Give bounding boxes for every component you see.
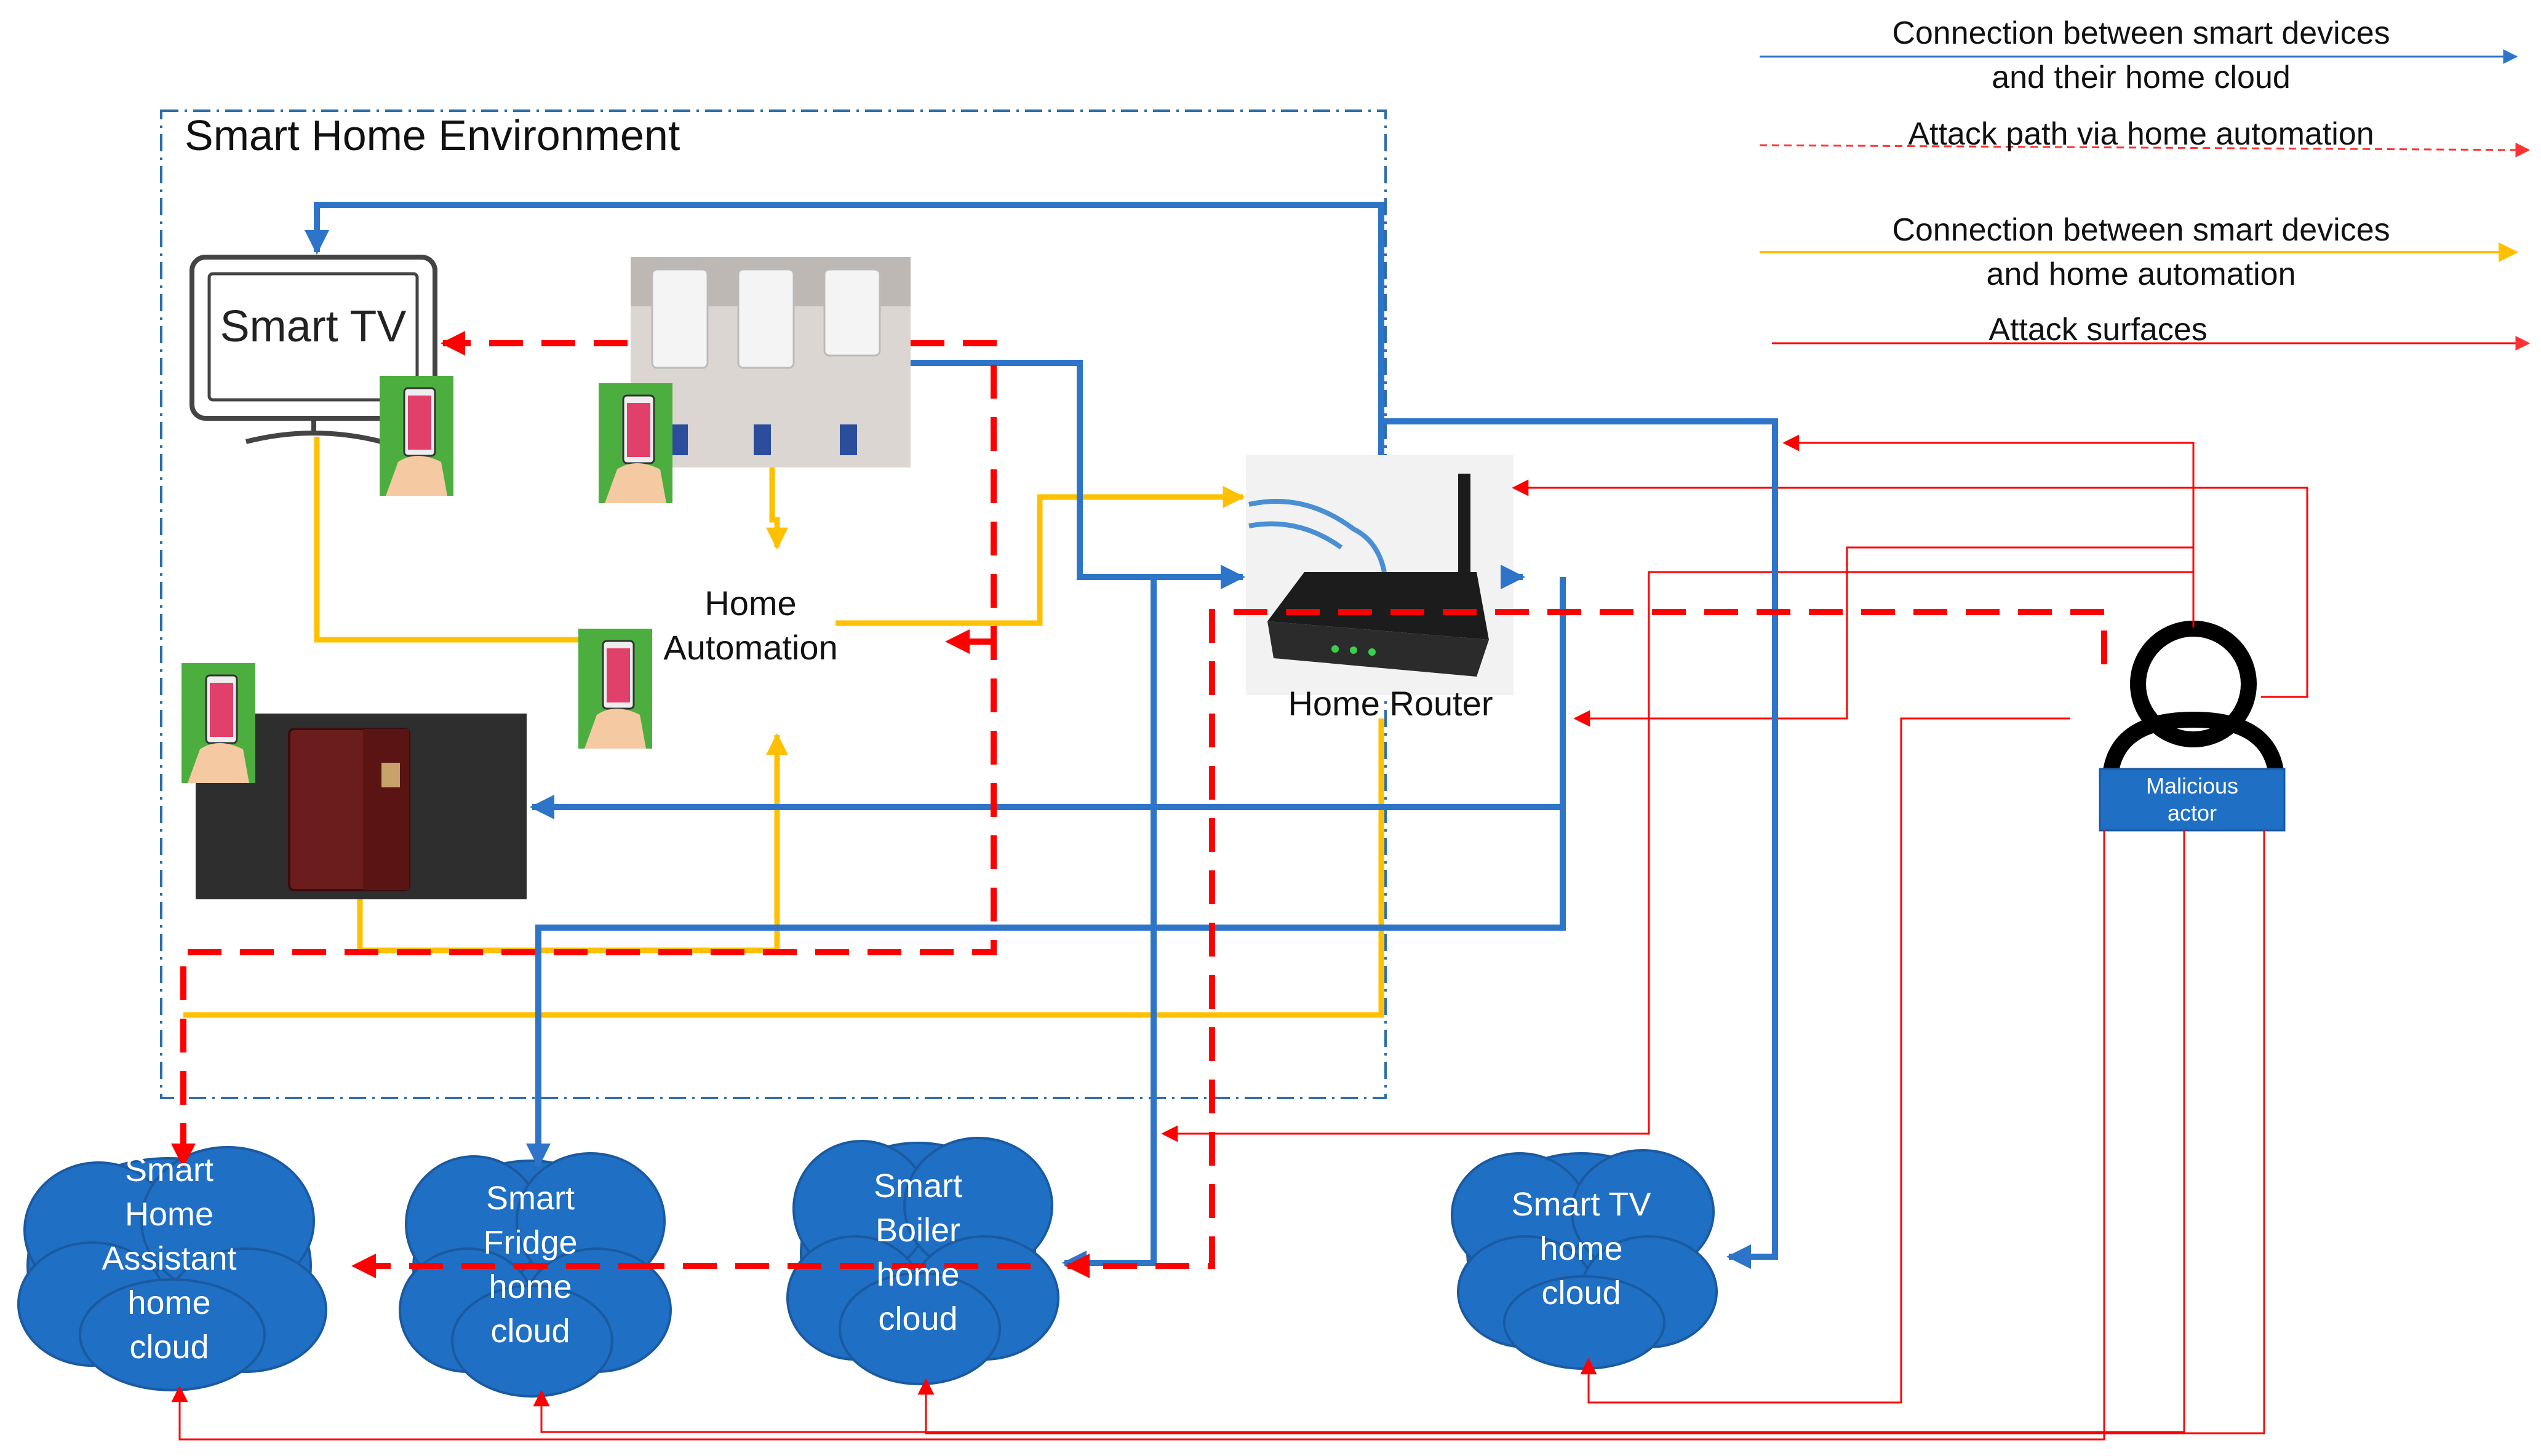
home-automation-label: Home Automation (663, 584, 838, 667)
actor-box (2099, 768, 2286, 832)
attack-path-lines (171, 331, 2107, 1278)
cloud-shape (1451, 1149, 1718, 1370)
cloud-shape (399, 1152, 672, 1398)
cloud-label-smart-fridge: Smart Fridge home cloud (483, 1180, 578, 1350)
actor-label: Malicious actor (2145, 773, 2239, 825)
actor-person-icon (2099, 621, 2286, 832)
router-photo (1246, 455, 1514, 695)
boiler-photo (631, 257, 911, 467)
legend-label-attack-path: Attack path via home automation (1908, 116, 2374, 152)
legend-label-automation-connection: Connection between smart devices and hom… (1892, 212, 2390, 292)
smart-tv-label: Smart TV (220, 302, 407, 351)
phone-icon (182, 663, 255, 783)
smart-tv-device (189, 255, 437, 444)
environment-frame (160, 109, 1387, 1099)
legend-line-attack-path (1759, 142, 2531, 157)
home-router-label: Home Router (1288, 684, 1493, 723)
phone-icon (599, 383, 672, 503)
attack-surface-lines (171, 434, 2308, 1441)
environment-title: Smart Home Environment (185, 111, 680, 159)
cloud-connections (305, 202, 1778, 1275)
cloud-label-smart-boiler: Smart Boiler home cloud (873, 1168, 963, 1337)
phone-icon (578, 629, 652, 749)
phone-icon (380, 376, 453, 496)
cloud-label-smart-home-assistant: Smart Home Assistant home cloud (102, 1152, 237, 1366)
cloud-label-smart-tv: Smart TV home cloud (1511, 1186, 1651, 1311)
legend-label-cloud-connection: Connection between smart devices and the… (1892, 15, 2390, 95)
legend-lines (1759, 49, 2531, 351)
cloud-shape (17, 1146, 327, 1391)
legend-label-attack-surfaces: Attack surfaces (1989, 312, 2208, 348)
